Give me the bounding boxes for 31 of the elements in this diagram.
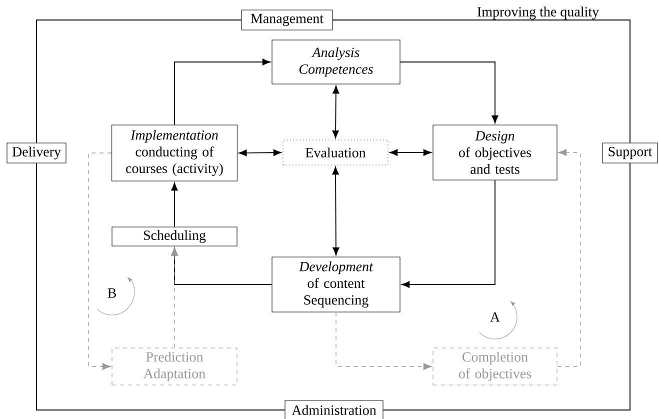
arrow [390, 149, 432, 156]
process-box: Implementation conducting of courses (activity) [112, 124, 238, 182]
loop-letter: B [108, 288, 116, 298]
evaluation-box: Evaluation [282, 140, 388, 166]
process-box: Scheduling [112, 226, 238, 246]
label-box: Management [241, 10, 333, 30]
process-box: Development of content Sequencing [272, 256, 400, 312]
process-box: Analysis Competences [272, 40, 400, 84]
arrow [336, 312, 432, 370]
connector-line [36, 20, 242, 144]
dashed-box: Completion of objectives [432, 348, 558, 386]
arrow [400, 62, 498, 124]
arrow [174, 58, 270, 126]
loop-letter: A [490, 312, 500, 322]
arrow [88, 152, 112, 370]
connector-line [332, 20, 630, 144]
dashed-box: Prediction Adaptation [112, 348, 238, 386]
note-text: Improving the quality [477, 6, 599, 20]
arrow [332, 166, 340, 256]
connector-line [36, 162, 286, 410]
process-box: Design of objectives and tests [432, 124, 558, 180]
arrow [332, 86, 340, 138]
label-box: Support [602, 142, 658, 164]
arrow [238, 149, 282, 156]
arrow [171, 247, 178, 348]
connector-line [382, 162, 630, 410]
label-box: Administration [284, 400, 384, 419]
arrow [556, 149, 581, 367]
label-box: Delivery [6, 142, 66, 164]
arrow [171, 182, 178, 228]
arrow [402, 180, 496, 288]
